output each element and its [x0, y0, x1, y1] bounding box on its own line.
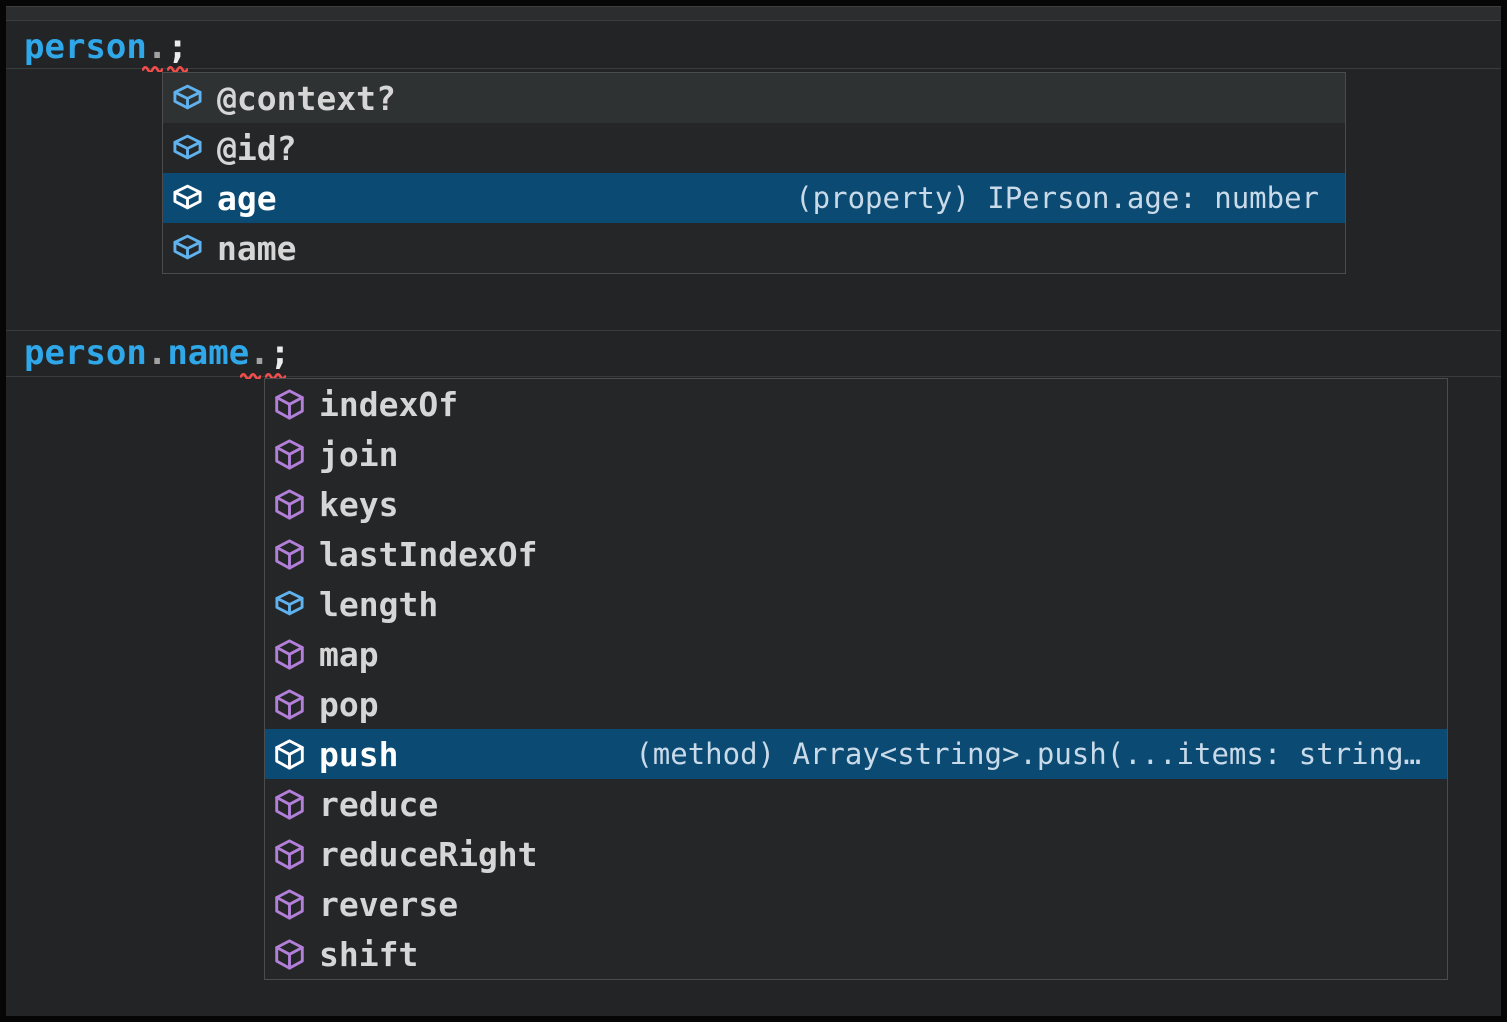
suggestion-label: @id? [217, 128, 297, 168]
suggestion-detail: (property) IPerson.age: number [795, 181, 1319, 215]
suggestion-item-age[interactable]: age (property) IPerson.age: number [163, 173, 1345, 223]
suggestion-label: reverse [319, 884, 459, 924]
field-icon [171, 132, 204, 165]
suggestion-item-indexof[interactable]: indexOf [265, 379, 1447, 429]
code-editor: person.; @context? @id? age (property) I… [6, 6, 1501, 1016]
suggestion-item-length[interactable]: length [265, 579, 1447, 629]
suggestion-label: indexOf [319, 384, 459, 424]
field-icon [273, 588, 306, 621]
suggestion-label: shift [319, 934, 419, 974]
suggestion-item-join[interactable]: join [265, 429, 1447, 479]
token-semicolon: ; [167, 27, 188, 67]
field-icon [171, 232, 204, 265]
suggestion-label: @context? [217, 78, 396, 118]
token-variable: person [24, 333, 147, 373]
token-variable: person [24, 27, 147, 67]
suggestion-label: lastIndexOf [319, 534, 538, 574]
token-property: name [167, 333, 250, 373]
method-icon [273, 688, 306, 721]
suggestion-label: join [319, 434, 399, 474]
suggestion-label: keys [319, 484, 399, 524]
method-icon [273, 638, 306, 671]
token-dot: . [146, 27, 168, 67]
method-icon [273, 888, 306, 921]
suggest-widget-1: @context? @id? age (property) IPerson.ag… [162, 72, 1346, 274]
method-icon [273, 538, 306, 571]
method-icon [273, 938, 306, 971]
suggestion-item-name[interactable]: name [163, 223, 1345, 273]
suggestion-item-reverse[interactable]: reverse [265, 879, 1447, 929]
suggestion-item-map[interactable]: map [265, 629, 1447, 679]
method-icon [273, 738, 306, 771]
method-icon [273, 438, 306, 471]
suggestion-item-lastindexof[interactable]: lastIndexOf [265, 529, 1447, 579]
suggestion-item-reduceright[interactable]: reduceRight [265, 829, 1447, 879]
code-line-1[interactable]: person.; [24, 26, 188, 68]
error-squiggle [167, 63, 188, 72]
top-partial-line-highlight [6, 6, 1501, 21]
suggestion-item-context[interactable]: @context? [163, 73, 1345, 123]
current-line-border-1 [6, 68, 1501, 69]
field-icon [171, 182, 204, 215]
current-line-border-2 [6, 330, 1501, 331]
method-icon [273, 388, 306, 421]
token-dot: . [249, 333, 270, 373]
suggestion-label: name [217, 228, 297, 268]
suggestion-label: length [319, 584, 439, 624]
suggestion-detail: (method) Array<string>.push(...items: st… [635, 737, 1421, 771]
method-icon [273, 788, 306, 821]
suggestion-label: reduceRight [319, 834, 538, 874]
suggestion-label: age [217, 178, 277, 218]
suggestion-item-id[interactable]: @id? [163, 123, 1345, 173]
suggestion-item-pop[interactable]: pop [265, 679, 1447, 729]
suggestion-label: map [319, 634, 379, 674]
token-semicolon: ; [269, 333, 291, 373]
suggestion-label: reduce [319, 784, 439, 824]
method-icon [273, 488, 306, 521]
suggestion-item-reduce[interactable]: reduce [265, 779, 1447, 829]
error-squiggle [142, 63, 163, 72]
suggestion-item-push[interactable]: push (method) Array<string>.push(...item… [265, 729, 1447, 779]
suggestion-label: push [319, 734, 399, 774]
method-icon [273, 838, 306, 871]
current-line-border-3 [6, 376, 1501, 377]
field-icon [171, 82, 204, 115]
suggest-widget-2: indexOf join keys lastIndexOf length map [264, 378, 1448, 980]
suggestion-item-shift[interactable]: shift [265, 929, 1447, 979]
suggestion-label: pop [319, 684, 379, 724]
error-squiggle [240, 370, 261, 379]
token-dot: . [146, 333, 168, 373]
code-line-2[interactable]: person.name.; [24, 332, 290, 374]
suggestion-item-keys[interactable]: keys [265, 479, 1447, 529]
